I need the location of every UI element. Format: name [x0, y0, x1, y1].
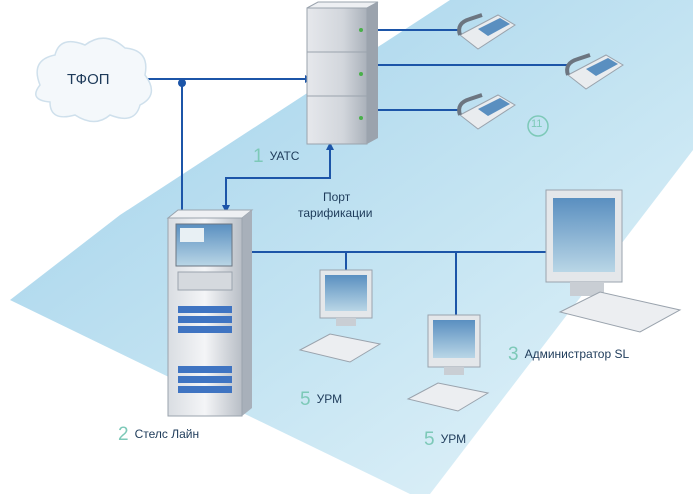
phone	[457, 93, 516, 130]
workstation-1-number: 5	[300, 389, 311, 410]
phone	[565, 53, 624, 90]
phones-number: 11	[531, 118, 543, 130]
billing-port-label-1: Порт	[323, 190, 351, 204]
pbx-name: УАТС	[269, 149, 300, 163]
workstation-1-label: 5 УРМ	[300, 389, 342, 411]
server-name: Стелс Лайн	[134, 427, 200, 441]
phones-number-badge	[527, 115, 549, 137]
phone	[457, 13, 516, 50]
workstation-1-name: УРМ	[316, 392, 343, 406]
pbx-number: 1	[253, 146, 264, 167]
server-number: 2	[118, 424, 129, 445]
pbx-label: 1 УАТС	[253, 146, 299, 168]
workstation-2	[406, 314, 490, 412]
billing-port-label-2: тарификации	[298, 206, 373, 220]
pstn-label: ТФОП	[67, 71, 110, 88]
edge-pbx-server	[225, 145, 331, 210]
admin-number: 3	[508, 344, 519, 365]
workstation-2-label: 5 УРМ	[424, 429, 466, 451]
pstn-cloud	[35, 37, 153, 123]
workstation-2-name: УРМ	[440, 432, 467, 446]
server-rack	[166, 209, 254, 417]
workstation-1	[298, 269, 382, 363]
workstation-2-number: 5	[424, 429, 435, 450]
admin-workstation	[545, 189, 682, 333]
pbx-tower	[306, 1, 379, 145]
server-label: 2 Стелс Лайн	[118, 424, 199, 446]
admin-label: 3 Администратор SL	[508, 344, 629, 366]
admin-name: Администратор SL	[524, 347, 630, 361]
